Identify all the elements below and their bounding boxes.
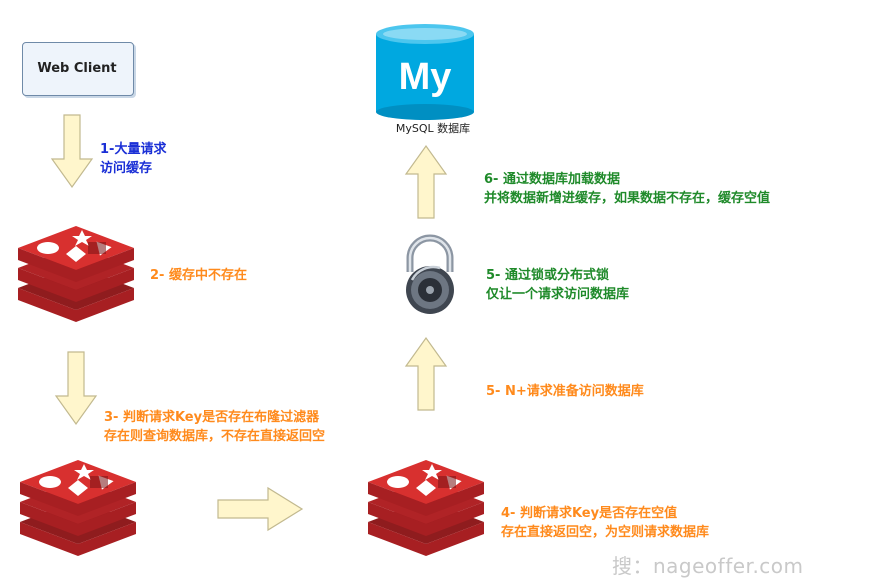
step-5a-label: 5- N+请求准备访问数据库	[486, 382, 644, 401]
step-3-line-2: 存在则查询数据库，不存在直接返回空	[104, 429, 326, 444]
redis-cache-icon-1	[18, 226, 134, 322]
step-5a-line-1: 5- N+请求准备访问数据库	[486, 384, 644, 399]
arrow-down-1	[51, 114, 93, 188]
watermark: 搜：nageoffer.com	[612, 554, 804, 578]
step-5b-label: 5- 通过锁或分布式锁 仅让一个请求访问数据库	[486, 266, 629, 304]
step-6-label: 6- 通过数据库加载数据 并将数据新增进缓存，如果数据不存在，缓存空值	[484, 170, 770, 208]
step-6-line-2: 并将数据新增进缓存，如果数据不存在，缓存空值	[484, 191, 771, 206]
step-4-line-2: 存在直接返回空，为空则请求数据库	[501, 525, 710, 540]
mysql-caption: MySQL 数据库	[395, 122, 471, 135]
padlock-icon	[406, 234, 454, 314]
step-1-line-1: 1-大量请求	[100, 142, 167, 157]
arrow-right	[217, 486, 304, 532]
step-4-label: 4- 判断请求Key是否存在空值 存在直接返回空，为空则请求数据库	[501, 504, 709, 542]
redis-cache-icon-3	[368, 460, 484, 556]
step-3-label: 3- 判断请求Key是否存在布隆过滤器 存在则查询数据库，不存在直接返回空	[104, 408, 325, 446]
web-client-label: Web Client	[37, 60, 117, 76]
arrow-down-2	[55, 351, 97, 425]
mysql-database-icon: My	[376, 24, 474, 120]
redis-cache-icon-2	[20, 460, 136, 556]
step-2-label: 2- 缓存中不存在	[150, 266, 247, 285]
web-client-box	[22, 42, 134, 96]
step-3-line-1: 3- 判断请求Key是否存在布隆过滤器	[104, 410, 320, 425]
arrow-up-2	[405, 145, 447, 219]
step-1-line-2: 访问缓存	[100, 161, 153, 176]
step-5b-line-1: 5- 通过锁或分布式锁	[486, 268, 609, 283]
mysql-logo-text: My	[399, 56, 452, 98]
step-4-line-1: 4- 判断请求Key是否存在空值	[501, 506, 678, 521]
step-2-line-1: 2- 缓存中不存在	[150, 268, 247, 283]
step-6-line-1: 6- 通过数据库加载数据	[484, 172, 620, 187]
arrow-up-1	[405, 337, 447, 411]
step-5b-line-2: 仅让一个请求访问数据库	[486, 287, 630, 302]
step-1-label: 1-大量请求 访问缓存	[100, 140, 166, 178]
